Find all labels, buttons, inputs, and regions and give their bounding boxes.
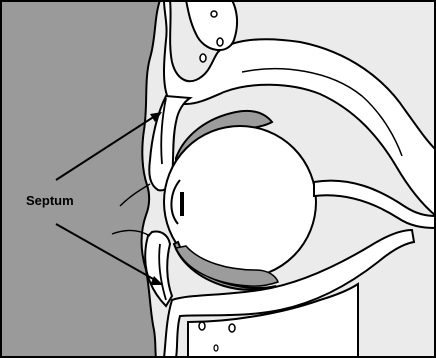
bone-pore <box>200 54 206 62</box>
septum-label: Septum <box>26 193 74 208</box>
skin-exterior <box>0 0 160 358</box>
bone-pore <box>199 322 205 330</box>
bone-pore <box>217 38 223 46</box>
bone-pore <box>214 345 218 351</box>
pupil-mark <box>180 192 184 216</box>
bone-pore <box>211 11 217 17</box>
bone-pore <box>229 324 235 332</box>
